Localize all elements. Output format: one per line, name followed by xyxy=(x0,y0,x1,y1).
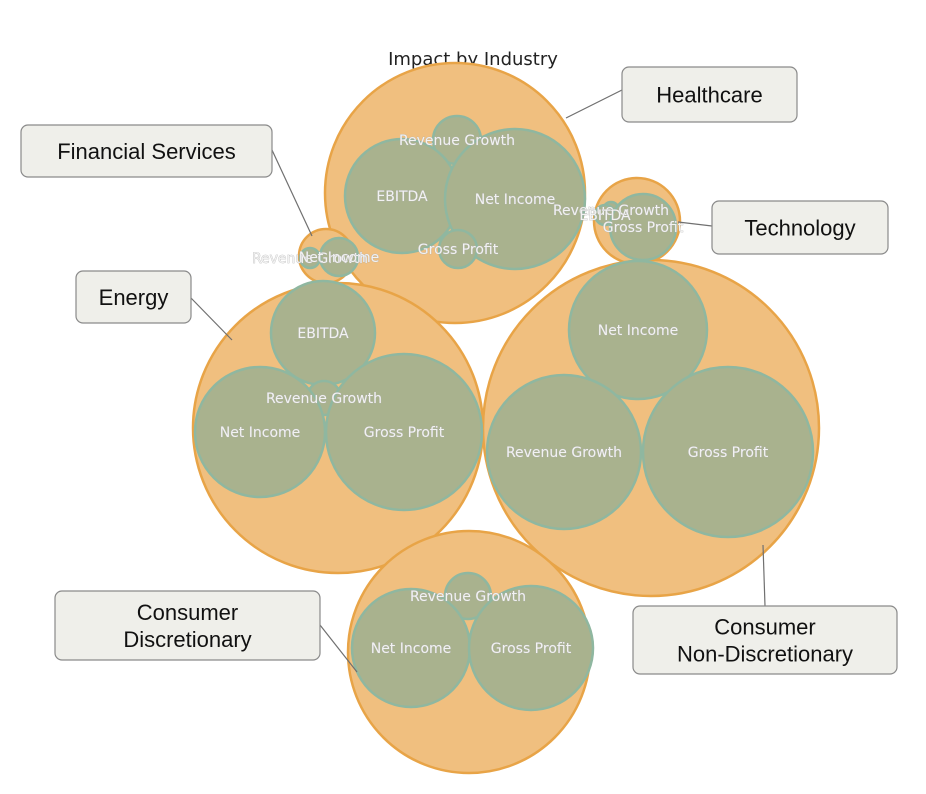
metric-label-healthcare-net-income: Net Income xyxy=(475,192,556,208)
metric-label-energy-net-income: Net Income xyxy=(220,425,301,441)
metric-label-technology-ebitda: EBITDA xyxy=(579,208,631,224)
metric-label-energy-revenue-growth: Revenue Growth xyxy=(266,391,382,407)
metric-bubble-energy-gross-profit xyxy=(324,352,484,512)
metric-label-technology-gross-profit: Gross Profit xyxy=(603,220,684,236)
metric-bubble-consumer-discretionary-revenue-growth xyxy=(443,571,493,621)
metric-bubble-consumer-non-discretionary-revenue-growth xyxy=(485,373,643,531)
callout-label-consumer-discretionary-line-1: Consumer xyxy=(137,600,238,625)
callout-box-healthcare xyxy=(621,66,798,123)
callout-box-technology xyxy=(711,200,889,255)
metric-label-consumer-discretionary-gross-profit: Gross Profit xyxy=(491,641,572,657)
callout-box-consumer-discretionary xyxy=(54,590,321,661)
metric-label-technology-revenue-growth: Revenue Growth xyxy=(553,203,669,219)
callout-label-consumer-non-discretionary-line-2: Non-Discretionary xyxy=(677,642,853,667)
callout-box-consumer-non-discretionary xyxy=(632,605,898,675)
metric-label-energy-gross-profit: Gross Profit xyxy=(364,425,445,441)
callout-label-technology-line-1: Technology xyxy=(744,216,855,241)
metric-bubble-healthcare-gross-profit xyxy=(437,228,479,270)
callout-label-energy-line-1: Energy xyxy=(99,285,169,310)
callout-leader-technology xyxy=(677,221,713,227)
metric-label-consumer-non-discretionary-gross-profit: Gross Profit xyxy=(688,445,769,461)
callout-label-consumer-non-discretionary-line-1: Consumer xyxy=(714,615,815,640)
metric-bubble-consumer-discretionary-gross-profit xyxy=(467,584,595,712)
metric-bubble-financial-services-net-income xyxy=(318,236,360,278)
callout-box-energy xyxy=(75,270,192,324)
metric-label-financial-services-net-income: Net Income xyxy=(299,250,380,266)
callout-label-consumer-discretionary-line-2: Discretionary xyxy=(123,627,251,652)
callout-leader-financial-services xyxy=(271,149,313,237)
metric-label-financial-services-revenue-growth: Revenue Growth xyxy=(252,251,368,267)
metric-bubbles xyxy=(193,114,815,712)
callout-leader-consumer-non-discretionary xyxy=(762,544,766,607)
metric-label-healthcare-revenue-growth: Revenue Growth xyxy=(399,133,515,149)
callout-box-financial-services xyxy=(20,124,273,178)
callout-leader-healthcare xyxy=(565,89,623,119)
metric-label-energy-ebitda: EBITDA xyxy=(297,326,349,342)
callout-label-financial-services-line-1: Financial Services xyxy=(57,139,236,164)
metric-label-consumer-non-discretionary-revenue-growth: Revenue Growth xyxy=(506,445,622,461)
callout-leader-energy xyxy=(190,297,233,341)
metric-label-healthcare-ebitda: EBITDA xyxy=(376,189,428,205)
metric-label-healthcare-gross-profit: Gross Profit xyxy=(418,242,499,258)
callout-label-healthcare-line-1: Healthcare xyxy=(656,83,762,108)
metric-bubble-healthcare-net-income xyxy=(443,127,587,271)
metric-label-consumer-non-discretionary-net-income: Net Income xyxy=(598,323,679,339)
metric-bubble-consumer-non-discretionary-net-income xyxy=(567,259,709,401)
metric-label-consumer-discretionary-net-income: Net Income xyxy=(371,641,452,657)
metric-label-consumer-discretionary-revenue-growth: Revenue Growth xyxy=(410,589,526,605)
callout-leader-consumer-discretionary xyxy=(319,624,358,673)
metric-bubble-consumer-non-discretionary-gross-profit xyxy=(641,365,815,539)
